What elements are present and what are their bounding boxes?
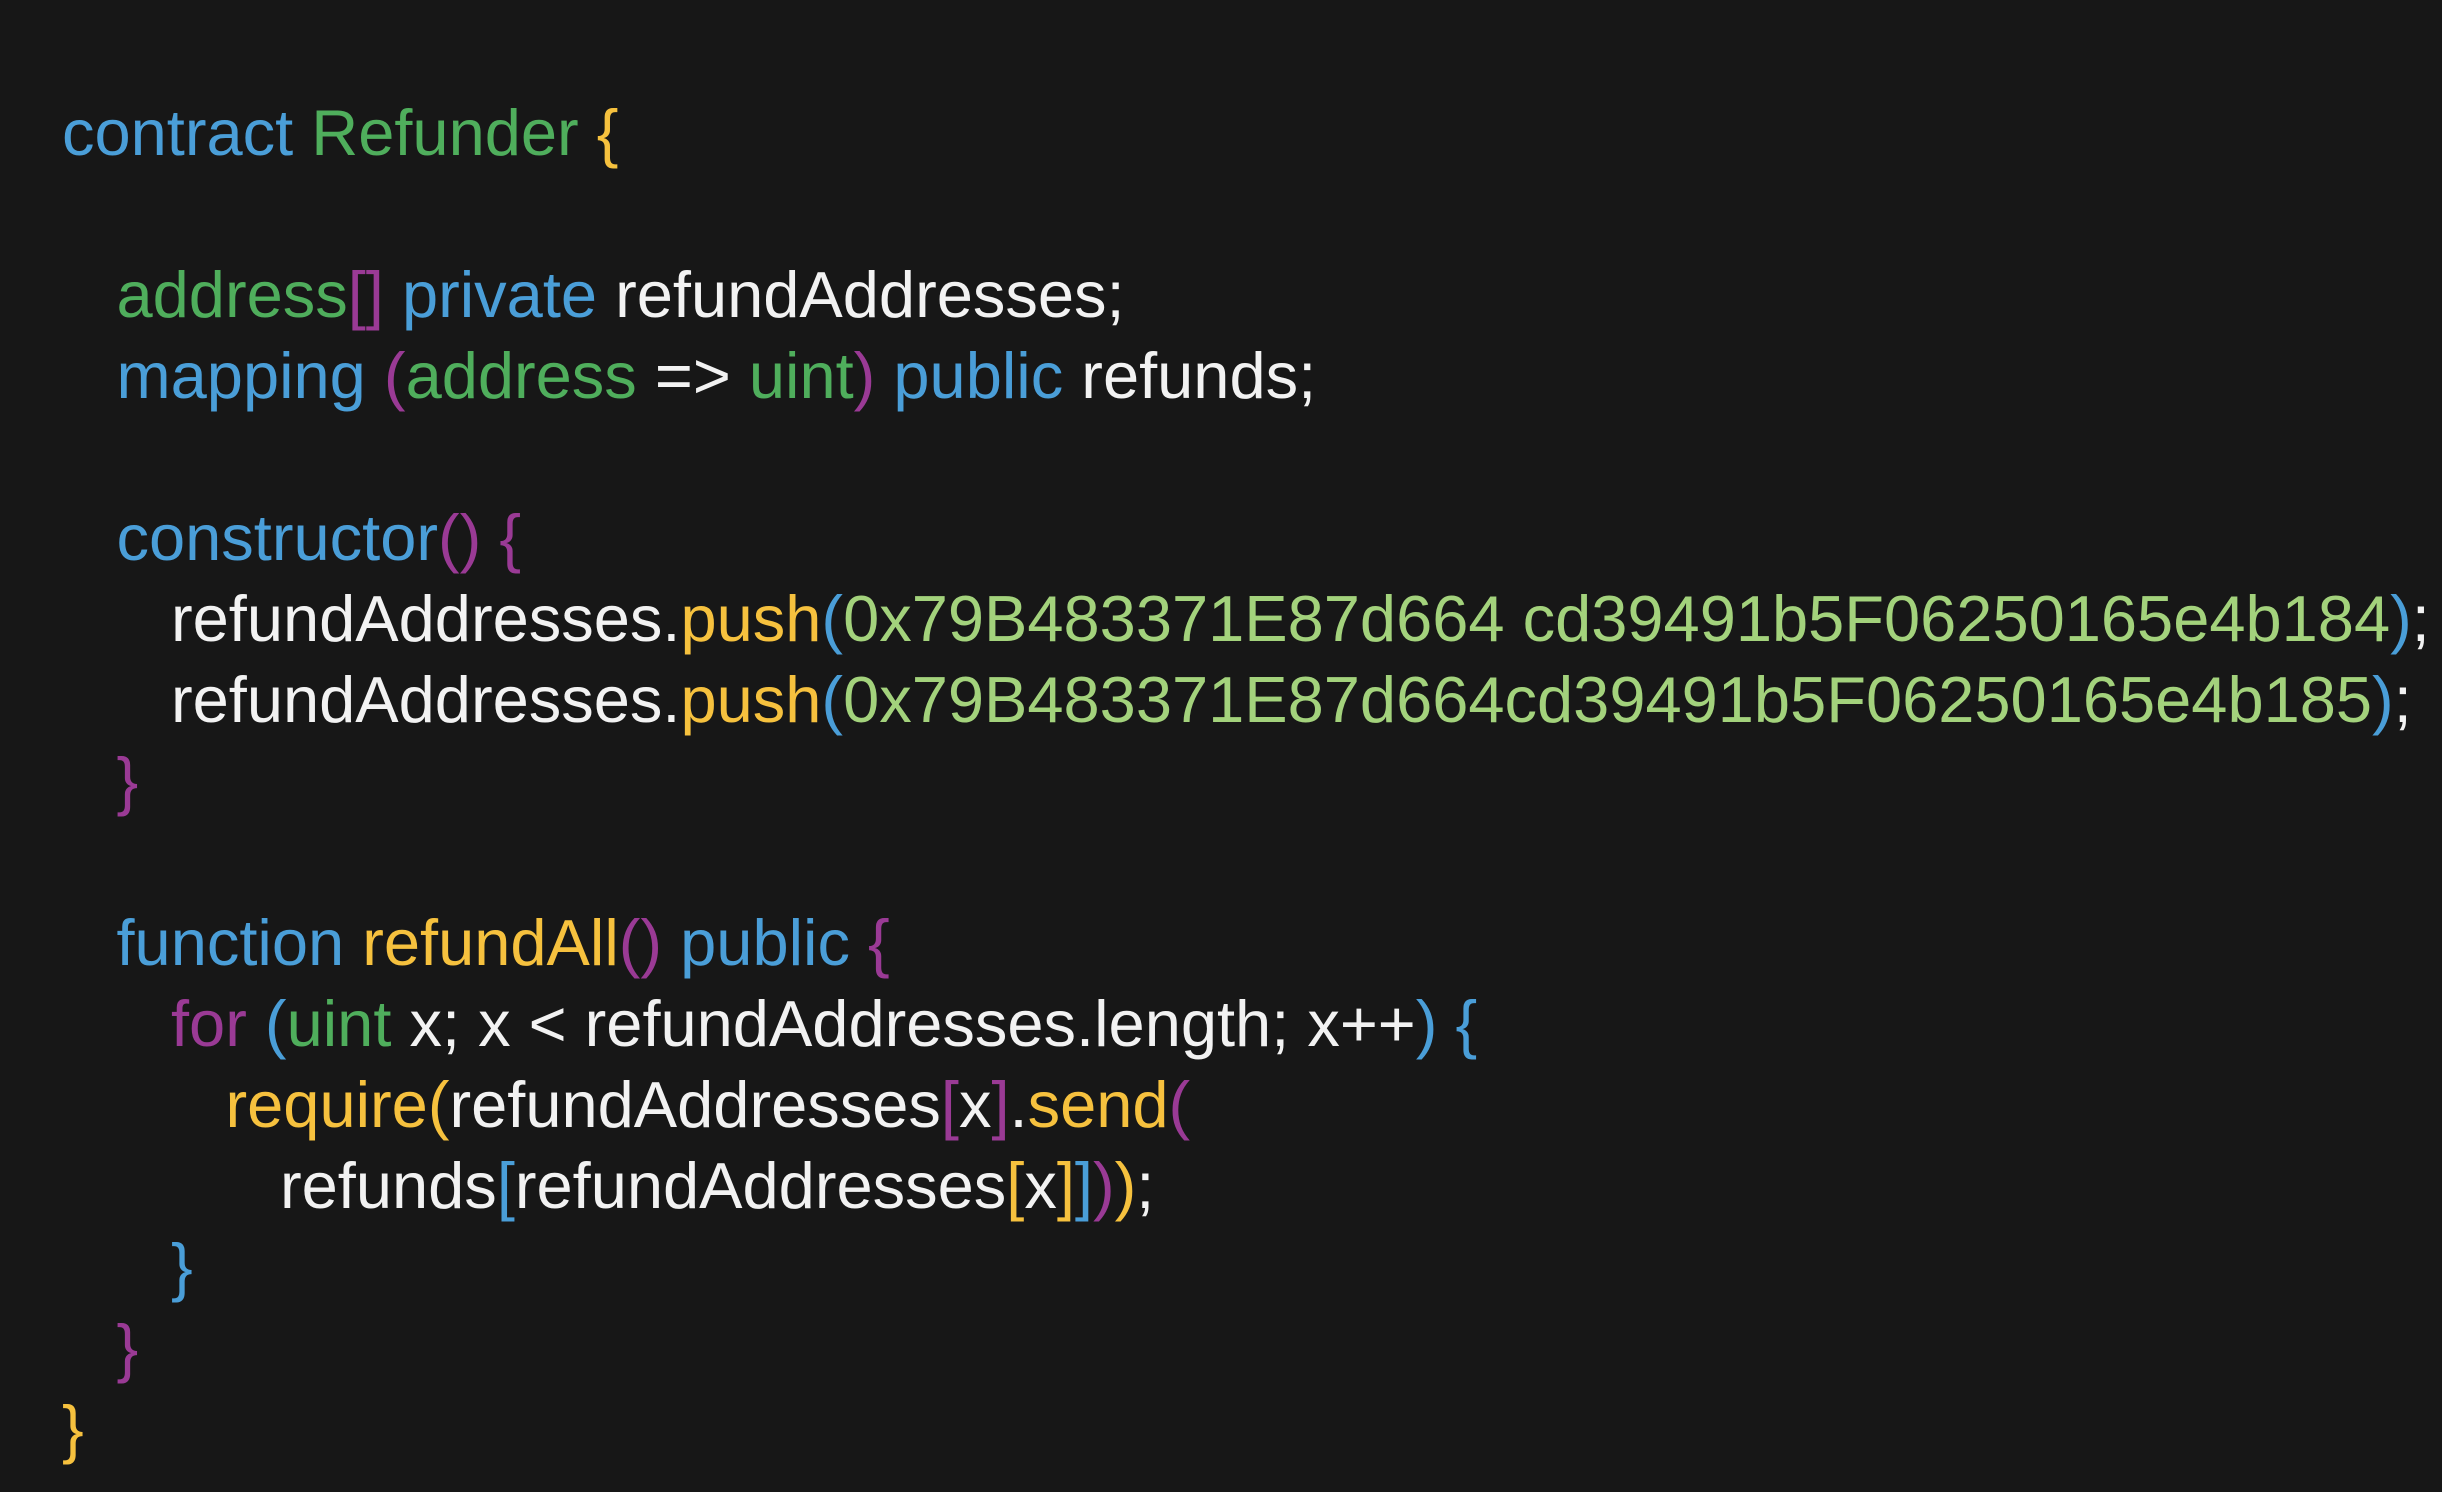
code-token: => <box>636 339 749 412</box>
code-token: ) <box>1415 987 1438 1060</box>
code-line: contract Refunder { <box>62 92 2430 173</box>
code-token: mapping <box>116 339 366 412</box>
code-line: function refundAll() public { <box>62 902 2430 983</box>
code-line: refundAddresses.push(0x79B483371E87d664c… <box>62 659 2430 740</box>
code-token: function <box>116 906 345 979</box>
code-token: public <box>893 339 1064 412</box>
code-token <box>344 906 362 979</box>
code-token: refundAddresses. <box>171 582 681 655</box>
code-token: address <box>116 258 348 331</box>
code-token: ) <box>1114 1149 1137 1222</box>
code-token <box>366 339 384 412</box>
code-token: [] <box>347 258 384 331</box>
code-token: { <box>868 906 890 979</box>
code-token: [ <box>940 1068 959 1141</box>
code-token: x; x < refundAddresses.length; x++ <box>391 987 1416 1060</box>
code-token: uint <box>748 339 854 412</box>
code-line: address[] private refundAddresses; <box>62 254 2430 335</box>
code-token: ( <box>264 987 287 1060</box>
code-token: constructor <box>116 501 439 574</box>
code-token: () <box>618 906 663 979</box>
code-token: ( <box>821 663 844 736</box>
code-token: public <box>680 906 850 979</box>
code-token: [ <box>496 1149 515 1222</box>
code-line: refundAddresses.push(0x79B483371E87d664 … <box>62 578 2430 659</box>
code-token: ] <box>991 1068 1010 1141</box>
code-token <box>875 339 893 412</box>
code-line: for (uint x; x < refundAddresses.length;… <box>62 983 2430 1064</box>
code-token: ( <box>1168 1068 1191 1141</box>
code-token: 0x79B483371E87d664cd39491b5F06250165e4b1… <box>843 663 2373 736</box>
code-token: [ <box>1006 1149 1025 1222</box>
code-token: } <box>116 1311 139 1384</box>
code-token <box>293 96 311 169</box>
code-token: } <box>116 744 139 817</box>
code-token: 0x79B483371E87d664 cd39491b5F06250165e4b… <box>843 582 2391 655</box>
code-line <box>62 173 2430 254</box>
code-line: } <box>62 1307 2430 1388</box>
code-line: mapping (address => uint) public refunds… <box>62 335 2430 416</box>
code-token <box>1437 987 1455 1060</box>
code-token: ; <box>2411 582 2430 655</box>
code-token <box>662 906 680 979</box>
code-token <box>247 987 265 1060</box>
code-token: x <box>958 1068 992 1141</box>
code-line: } <box>62 1388 2430 1469</box>
code-token: refunds <box>280 1149 497 1222</box>
code-line <box>62 821 2430 902</box>
code-token: ) <box>1092 1149 1115 1222</box>
code-token: ) <box>853 339 876 412</box>
code-token: } <box>62 1392 84 1465</box>
code-token: push <box>680 582 822 655</box>
code-token: refundAddresses. <box>171 663 681 736</box>
code-token: for <box>171 987 247 1060</box>
code-line: refunds[refundAddresses[x]])); <box>62 1145 2430 1226</box>
code-line: constructor() { <box>62 497 2430 578</box>
code-token: ( <box>383 339 406 412</box>
code-line: require(refundAddresses[x].send( <box>62 1064 2430 1145</box>
code-token: refunds; <box>1063 339 1317 412</box>
code-token: refundAddresses; <box>597 258 1125 331</box>
code-line <box>62 416 2430 497</box>
code-token: refundAll <box>362 906 619 979</box>
code-token: x <box>1024 1149 1057 1222</box>
code-token <box>579 96 597 169</box>
code-token: send <box>1027 1068 1169 1141</box>
code-token: refundAddresses <box>514 1149 1007 1222</box>
code-line: } <box>62 740 2430 821</box>
code-token: push <box>680 663 822 736</box>
code-token <box>384 258 402 331</box>
code-token: . <box>1009 1068 1028 1141</box>
code-token: require <box>225 1068 428 1141</box>
code-token: ) <box>2372 663 2394 736</box>
code-editor: contract Refunder {address[] private ref… <box>62 92 2430 1469</box>
code-line: } <box>62 1226 2430 1307</box>
code-token: address <box>405 339 637 412</box>
code-token: { <box>596 96 619 169</box>
code-token: () <box>438 501 482 574</box>
code-token: private <box>401 258 598 331</box>
code-token: } <box>171 1230 193 1303</box>
code-token: ] <box>1056 1149 1075 1222</box>
code-token: ( <box>821 582 844 655</box>
code-token: { <box>499 501 522 574</box>
code-token <box>481 501 499 574</box>
code-token: { <box>1455 987 1478 1060</box>
code-token: contract <box>62 96 294 169</box>
code-token: uint <box>286 987 392 1060</box>
code-token: ( <box>427 1068 450 1141</box>
code-token: ; <box>2393 663 2412 736</box>
code-token: refundAddresses <box>449 1068 941 1141</box>
code-token <box>850 906 868 979</box>
code-token: ; <box>1136 1149 1155 1222</box>
code-token: ) <box>2390 582 2412 655</box>
code-token: Refunder <box>311 96 579 169</box>
code-token: ] <box>1074 1149 1093 1222</box>
